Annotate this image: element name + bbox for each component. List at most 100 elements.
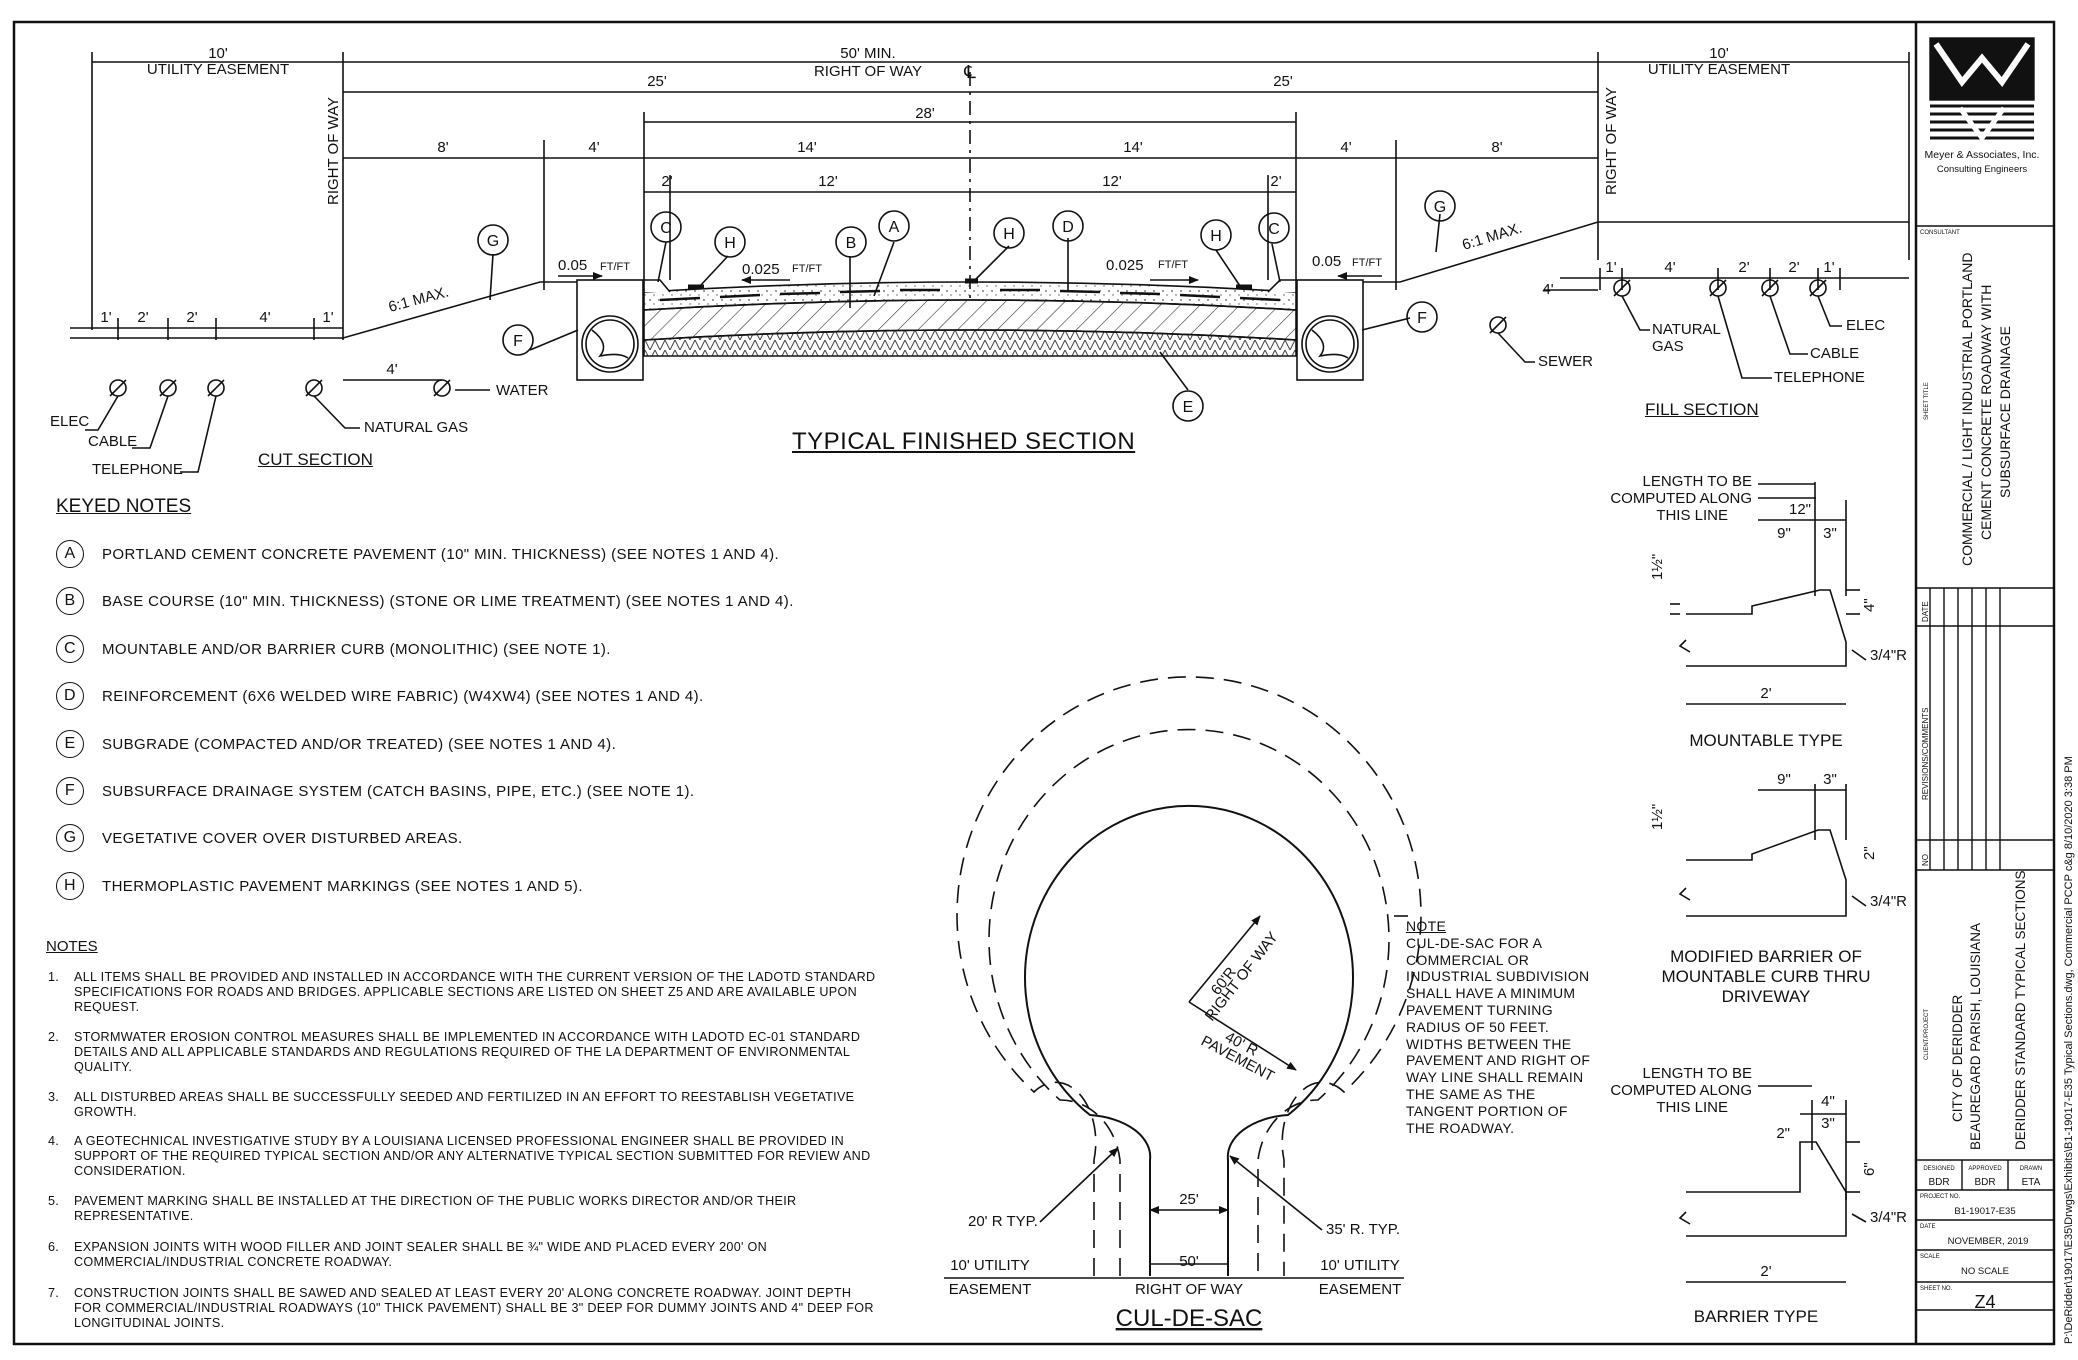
dim-8-left: 8' <box>437 139 448 156</box>
fill-section-title: FILL SECTION <box>1645 400 1759 419</box>
revisions-label: REVISIONS/COMMENTS <box>1921 708 1930 800</box>
keyed-note-text: MOUNTABLE AND/OR BARRIER CURB (MONOLITHI… <box>102 640 611 658</box>
row-label-left: RIGHT OF WAY <box>325 97 342 205</box>
note-number: 4. <box>48 1134 60 1148</box>
cds-d25: 25' <box>1179 1191 1199 1208</box>
cds-note-line: TANGENT PORTION OF <box>1406 1102 1568 1119</box>
util-telephone-fill: TELEPHONE <box>1774 369 1865 386</box>
dim-12-right: 12' <box>1102 173 1122 190</box>
keyed-note-text: VEGETATIVE COVER OVER DISTURBED AREAS. <box>102 829 463 847</box>
firm-name: Meyer & Associates, Inc. <box>1925 149 2040 161</box>
slope-61-right: 6:1 MAX. <box>1460 220 1524 254</box>
barrier-r34: 3/4"R <box>1870 1209 1907 1226</box>
util-natural-gas-cut: NATURAL GAS <box>364 419 468 436</box>
cds-note-line: INDUSTRIAL SUBDIVISION <box>1406 968 1590 985</box>
sheet-no-label: SHEET NO. <box>1920 1286 1953 1292</box>
slope-ftft-1: FT/FT <box>600 261 630 273</box>
client-label: CLIENT/PROJECT <box>1924 1009 1930 1060</box>
note-text: PAVEMENT MARKING SHALL BE INSTALLED AT T… <box>74 1194 797 1223</box>
util-gas-fill: GAS <box>1652 338 1684 355</box>
sheet-title-2: CEMENT CONCRETE ROADWAY WITH <box>1978 285 1994 540</box>
util-cable-fill: CABLE <box>1810 345 1859 362</box>
consultant-label: CONSULTANT <box>1920 230 1960 236</box>
callout-e: E <box>1183 399 1194 416</box>
callout-c-right: C <box>1268 221 1280 238</box>
callout-f-right: F <box>1417 310 1427 327</box>
cds-util-left: 10' UTILITY <box>950 1257 1030 1274</box>
date-label: DATE <box>1921 601 1930 622</box>
designed-label: DESIGNED <box>1923 1166 1955 1172</box>
callout-f-left: F <box>513 333 523 350</box>
cds-title: CUL-DE-SAC <box>1116 1305 1263 1332</box>
dim-cut-2a: 2' <box>137 309 148 326</box>
slope-61-left: 6:1 MAX. <box>387 283 451 315</box>
firm-sub: Consulting Engineers <box>1937 164 2028 175</box>
key-letter: H <box>56 872 84 900</box>
client-2: BEAUREGARD PARISH, LOUISIANA <box>1968 923 1983 1150</box>
cds-note-line: RADIUS OF 50 FEET. <box>1406 1018 1550 1035</box>
dim-sewer-4: 4' <box>1542 281 1553 298</box>
mod-2in: 2" <box>1861 846 1878 860</box>
note-7: 7.CONSTRUCTION JOINTS SHALL BE SAWED AND… <box>48 1286 878 1331</box>
key-letter: E <box>56 730 84 758</box>
mod-3in: 3" <box>1823 771 1837 788</box>
dim-14-left: 14' <box>797 139 817 156</box>
client-1: CITY OF DERIDDER <box>1950 994 1965 1122</box>
key-letter: F <box>56 777 84 805</box>
keyed-note-text: REINFORCEMENT (6X6 WELDED WIRE FABRIC) (… <box>102 687 704 705</box>
sheet-title-label: SHEET TITLE <box>1924 382 1930 420</box>
length2-line2: COMPUTED ALONG <box>1610 1082 1752 1099</box>
notes-title: NOTES <box>46 938 98 955</box>
cds-r35: 35' R. TYP. <box>1326 1221 1400 1238</box>
note-1: 1.ALL ITEMS SHALL BE PROVIDED AND INSTAL… <box>48 970 878 1015</box>
cds-util-right: 10' UTILITY <box>1320 1257 1400 1274</box>
cds-row: RIGHT OF WAY <box>1202 929 1282 1025</box>
slope-0025-right: 0.025 <box>1106 257 1144 274</box>
row-label-right: RIGHT OF WAY <box>1603 87 1620 195</box>
slope-ftft-4: FT/FT <box>1352 257 1382 269</box>
sheet-title-1: COMMERCIAL / LIGHT INDUSTRIAL PORTLAND <box>1959 253 1975 567</box>
dim-fill-1a: 1' <box>1605 259 1616 276</box>
curb-details-labels: LENGTH TO BE COMPUTED ALONG THIS LINE 12… <box>1610 473 1907 1326</box>
modified-line2: MOUNTABLE CURB THRU <box>1661 967 1870 986</box>
note-2: 2.STORMWATER EROSION CONTROL MEASURES SH… <box>48 1030 878 1075</box>
cds-note-line: THE ROADWAY. <box>1406 1119 1515 1136</box>
note-text: A GEOTECHNICAL INVESTIGATIVE STUDY BY A … <box>74 1134 871 1178</box>
mount-112: 1½" <box>1649 554 1666 580</box>
mount-12in: 12" <box>1789 501 1811 518</box>
note-number: 6. <box>48 1240 60 1254</box>
project-no: B1-19017-E35 <box>1954 1206 2015 1217</box>
util-elec-cut: ELEC <box>50 413 89 430</box>
mount-r34: 3/4"R <box>1870 647 1907 664</box>
cds-note-line: THE SAME AS THE <box>1406 1085 1536 1102</box>
dim-2-left: 2' <box>661 173 672 190</box>
callout-c-left: C <box>660 220 672 237</box>
note-number: 7. <box>48 1286 60 1300</box>
keyed-note-text: SUBGRADE (COMPACTED AND/OR TREATED) (SEE… <box>102 735 617 753</box>
file-path: P:\DeRidder\19017\E35\Drwgs\Exhibits\B1-… <box>2063 756 2075 1344</box>
cds-easement-right: EASEMENT <box>1319 1281 1402 1298</box>
keyed-note-e: E SUBGRADE (COMPACTED AND/OR TREATED) (SE… <box>56 730 616 758</box>
no-label: NO <box>1921 854 1930 866</box>
designed-by: BDR <box>1928 1177 1949 1188</box>
sheet-title-3: SUBSURFACE DRAINAGE <box>1997 326 2013 498</box>
note-3: 3.ALL DISTURBED AREAS SHALL BE SUCCESSFU… <box>48 1090 878 1120</box>
cds-note-line: WAY LINE SHALL REMAIN <box>1406 1069 1584 1086</box>
approved-by: BDR <box>1974 1177 1995 1188</box>
utility-easement-right: UTILITY EASEMENT <box>1648 61 1790 78</box>
dim-row-50: 50' MIN. <box>840 45 895 62</box>
dim-12-left: 12' <box>818 173 838 190</box>
approved-label: APPROVED <box>1968 1166 2002 1172</box>
slope-005-right: 0.05 <box>1312 253 1341 270</box>
callout-h-left: H <box>724 235 736 252</box>
dim-4-left: 4' <box>588 139 599 156</box>
slope-ftft-2: FT/FT <box>792 263 822 275</box>
barrier-6in: 6" <box>1861 1162 1878 1176</box>
cul-de-sac-labels: 60'R RIGHT OF WAY 40' R PAVEMENT 20' R T… <box>949 929 1402 1332</box>
dim-2-right: 2' <box>1270 173 1281 190</box>
